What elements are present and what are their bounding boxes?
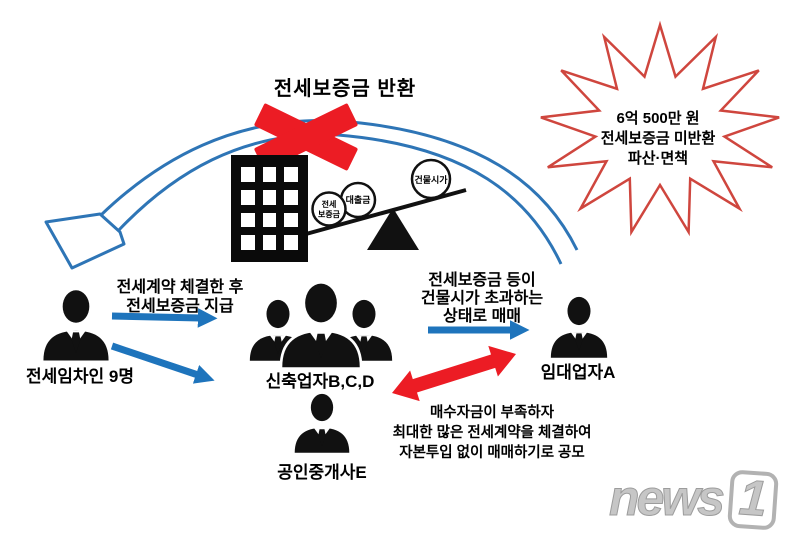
deposit-flow-label: 전세계약 체결한 후 전세보증금 지급 <box>116 279 244 315</box>
tenant-label: 전세임차인 9명 <box>25 367 135 386</box>
broker-label: 공인중개사E <box>277 463 367 482</box>
diagram-title: 전세보증금 반환 <box>273 78 417 100</box>
ball-jeonse <box>311 191 347 227</box>
broker-person-icon <box>291 390 353 456</box>
builders-group-icon <box>246 281 396 369</box>
ball-price-label: 건물시가 <box>414 174 448 185</box>
seesaw-fulcrum <box>367 208 419 250</box>
ball-jeonse-label-1: 전세 <box>322 199 337 209</box>
ball-price <box>410 158 452 200</box>
news1-word: news <box>608 470 725 527</box>
building-icon <box>231 155 308 262</box>
ball-loan-label: 대출금 <box>346 194 372 205</box>
tenant-person-icon <box>36 288 116 362</box>
landlord-label: 임대업자A <box>540 363 616 382</box>
seesaw: 대출금 전세 보증금 건물시가 <box>305 158 467 250</box>
arc-arrowhead <box>44 212 126 270</box>
deposit-arrows <box>110 308 530 384</box>
collusion-arrow <box>392 345 516 402</box>
sale-flow-label: 전세보증금 등이 건물시가 초과하는 상태로 매매 <box>420 272 544 325</box>
starburst-shape <box>540 20 780 237</box>
starburst-text: 6억 500만 원 전세보증금 미반환 파산·면책 <box>600 110 716 167</box>
ball-jeonse-label-2: 보증금 <box>318 210 341 219</box>
red-x-icon <box>254 103 358 171</box>
landlord-person-icon <box>544 295 614 359</box>
builders-label: 신축업자B,C,D <box>265 372 375 391</box>
collusion-label: 매수자금이 부족하자 최대한 많은 전세계약을 체결하여 자본투입 없이 매매하… <box>392 405 592 461</box>
builder-center-icon <box>271 281 371 369</box>
news1-digit: 1 <box>727 469 779 531</box>
